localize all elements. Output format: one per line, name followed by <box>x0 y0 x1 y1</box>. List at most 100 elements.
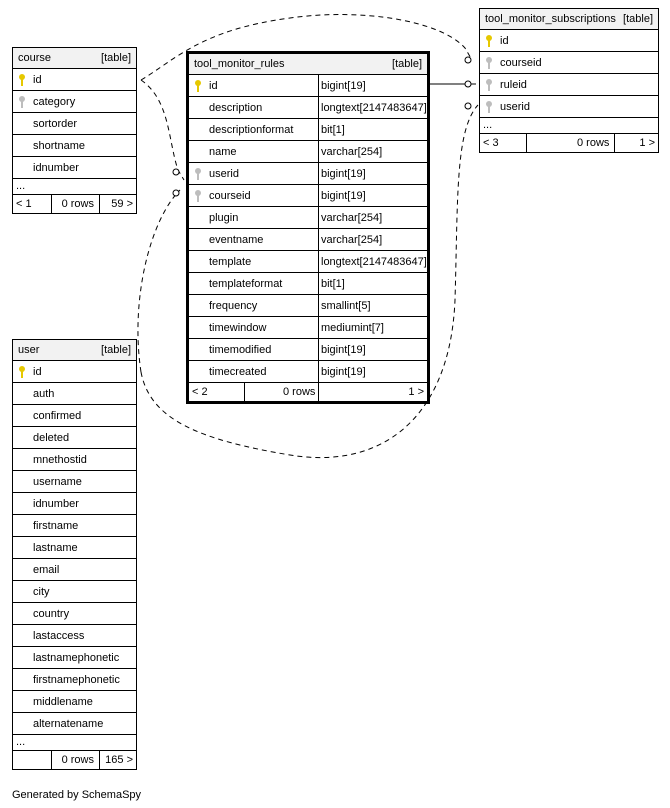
column-row: username <box>13 471 136 493</box>
edge-end-marker <box>172 168 180 176</box>
column-row: userid <box>480 96 658 118</box>
column-type: bigint[19] <box>318 361 366 382</box>
table-header: course [table] <box>13 48 136 69</box>
key-icon <box>17 73 27 87</box>
row-count: 0 rows <box>577 137 610 149</box>
column-name: description <box>209 102 263 114</box>
column-name: auth <box>33 388 55 400</box>
column-row: firstname <box>13 515 136 537</box>
ellipsis: ... <box>16 736 26 748</box>
row-count: 0 rows <box>61 754 94 766</box>
table-user[interactable]: user [table] id auth confirmed deleted m… <box>12 339 137 770</box>
key-icon <box>484 100 494 114</box>
children-link[interactable]: 1 > <box>639 137 655 149</box>
column-name: city <box>33 586 50 598</box>
column-type: smallint[5] <box>318 295 371 316</box>
column-name: timemodified <box>209 344 272 356</box>
column-type: longtext[2147483647] <box>318 251 427 272</box>
key-icon <box>484 56 494 70</box>
column-row: deleted <box>13 427 136 449</box>
children-link[interactable]: 165 > <box>105 754 133 766</box>
edge-rules-course <box>140 79 185 181</box>
column-type: varchar[254] <box>318 229 382 250</box>
column-type: bit[1] <box>318 119 345 140</box>
key-icon <box>193 189 203 203</box>
table-footer: < 3 0 rows 1 > <box>480 134 658 152</box>
divider <box>51 195 52 213</box>
ellipsis: ... <box>483 119 493 131</box>
column-type: mediumint[7] <box>318 317 384 338</box>
column-row: category <box>13 91 136 113</box>
column-name: firstname <box>33 520 79 532</box>
column-row: city <box>13 581 136 603</box>
column-row: sortorder <box>13 113 136 135</box>
divider <box>318 383 319 401</box>
table-tool-monitor-subscriptions[interactable]: tool_monitor_subscriptions [table] id co… <box>479 8 659 153</box>
edge-end-marker <box>172 189 180 197</box>
column-name: id <box>33 74 42 86</box>
column-name: userid <box>500 101 530 113</box>
column-name: sortorder <box>33 118 78 130</box>
table-footer: < 1 0 rows 59 > <box>13 195 136 213</box>
column-type: varchar[254] <box>318 141 382 162</box>
column-name: middlename <box>33 696 93 708</box>
column-type: bigint[19] <box>318 339 366 360</box>
parents-link[interactable]: < 3 <box>483 137 499 149</box>
column-row: timemodified bigint[19] <box>189 339 427 361</box>
column-name: deleted <box>33 432 70 444</box>
children-link[interactable]: 1 > <box>408 386 424 398</box>
column-row: timecreated bigint[19] <box>189 361 427 383</box>
column-row: lastnamephonetic <box>13 647 136 669</box>
column-row: firstnamephonetic <box>13 669 136 691</box>
table-footer: 0 rows 165 > <box>13 751 136 769</box>
column-name: lastnamephonetic <box>33 652 120 664</box>
column-name: email <box>33 564 60 576</box>
divider <box>526 134 527 152</box>
table-course[interactable]: course [table] id category sortorder sho… <box>12 47 137 214</box>
key-icon <box>484 34 494 48</box>
column-name: courseid <box>209 190 251 202</box>
row-count: 0 rows <box>283 386 316 398</box>
column-name: firstnamephonetic <box>33 674 120 686</box>
divider <box>99 751 100 769</box>
column-row: id <box>13 69 136 91</box>
parents-link[interactable]: < 2 <box>192 386 208 398</box>
table-name: tool_monitor_rules <box>194 58 285 70</box>
edge-end-marker <box>464 80 472 88</box>
edge-end-marker <box>464 56 472 64</box>
column-name: templateformat <box>209 278 283 290</box>
table-type: [table] <box>101 344 131 356</box>
column-row: email <box>13 559 136 581</box>
key-icon <box>193 79 203 93</box>
key-icon <box>484 78 494 92</box>
column-row: mnethostid <box>13 449 136 471</box>
column-row: eventname varchar[254] <box>189 229 427 251</box>
table-footer: < 2 0 rows 1 > <box>189 383 427 401</box>
divider <box>99 195 100 213</box>
table-name: tool_monitor_subscriptions <box>485 13 616 25</box>
column-row: idnumber <box>13 493 136 515</box>
column-name: userid <box>209 168 239 180</box>
table-type: [table] <box>392 58 422 70</box>
parents-link[interactable]: < 1 <box>16 198 32 210</box>
column-name: username <box>33 476 82 488</box>
column-type: longtext[2147483647] <box>318 97 427 118</box>
table-type: [table] <box>623 13 653 25</box>
column-name: mnethostid <box>33 454 87 466</box>
column-row: confirmed <box>13 405 136 427</box>
column-name: id <box>209 80 218 92</box>
column-type: varchar[254] <box>318 207 382 228</box>
column-name: timecreated <box>209 366 267 378</box>
divider <box>614 134 615 152</box>
column-name: courseid <box>500 57 542 69</box>
edge-subs-course <box>140 14 473 81</box>
children-link[interactable]: 59 > <box>111 198 133 210</box>
column-name: eventname <box>209 234 264 246</box>
key-icon <box>193 167 203 181</box>
